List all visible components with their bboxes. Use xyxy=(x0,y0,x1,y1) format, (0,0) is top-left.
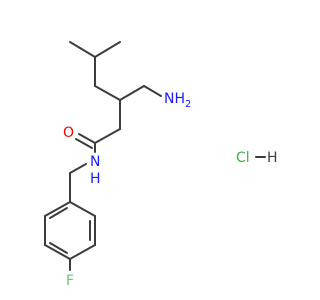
bond-methyl-1 xyxy=(69,41,96,58)
ring-bond-6 xyxy=(44,201,71,217)
amine-nitrogen-label: NH2 xyxy=(164,91,191,110)
structure-canvas: NH2 O N H F Cl H xyxy=(44,41,278,289)
bond-n-ch2 xyxy=(69,163,87,174)
bond-ch2-nh2 xyxy=(143,85,162,97)
bond-co-2 xyxy=(75,138,93,149)
ring-bond-4 xyxy=(44,244,71,260)
amine-n: N xyxy=(164,91,174,107)
fluorine-label: F xyxy=(66,273,74,289)
chloride-label: Cl xyxy=(236,150,250,166)
ring-bond-3 xyxy=(69,244,96,260)
amine-subscript: 2 xyxy=(185,99,191,110)
bond-isobutyl-ch2 xyxy=(94,85,121,101)
bond-co-1 xyxy=(78,133,96,144)
ring-bond-1 xyxy=(69,201,96,217)
hydrochloride-hydrogen-label: H xyxy=(267,150,278,166)
ring-double-3 xyxy=(49,207,68,219)
amide-hydrogen-label: H xyxy=(90,171,101,187)
molecule-drawing: NH2 O N H F Cl H xyxy=(44,41,278,289)
bond-ch2-co xyxy=(94,128,121,144)
amide-nitrogen-label: N xyxy=(90,154,100,170)
bond-ch-ch2n xyxy=(119,85,145,101)
amine-h: H xyxy=(174,91,185,107)
bond-methyl-2 xyxy=(94,41,121,58)
ring-double-2 xyxy=(49,242,68,254)
carbonyl-oxygen-label: O xyxy=(63,125,74,141)
